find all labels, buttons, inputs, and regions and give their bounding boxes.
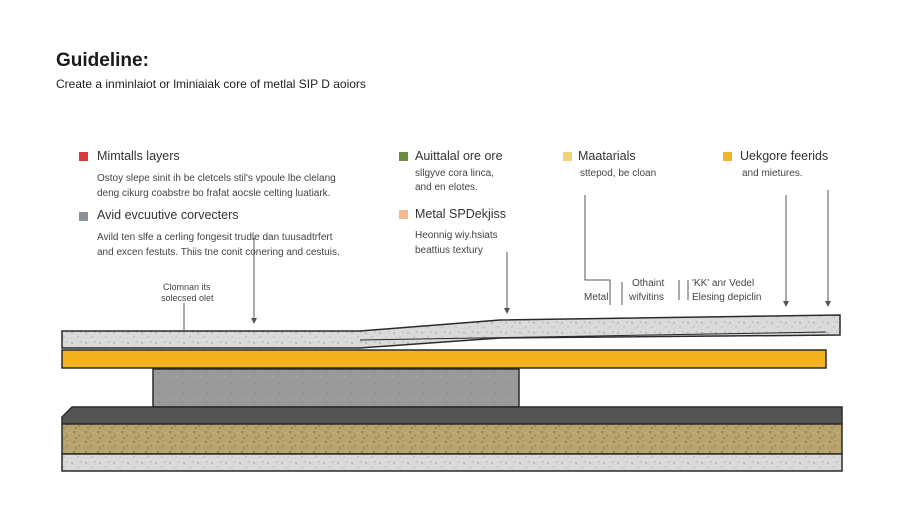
callout-othaint-line: Othaint bbox=[632, 278, 665, 289]
legend-description-line: beattius textury bbox=[415, 245, 483, 256]
tan-insulation-layer bbox=[61, 423, 843, 455]
core-block bbox=[152, 368, 520, 408]
yellow-swatch-icon bbox=[563, 152, 572, 161]
orange-swatch-icon bbox=[723, 152, 732, 161]
dark-strip-layer bbox=[61, 406, 843, 425]
red-swatch-icon bbox=[79, 152, 88, 161]
legend-description-line: and mietures. bbox=[742, 168, 803, 179]
legend-label: Auittalal ore ore bbox=[415, 149, 503, 163]
legend-label: Metal SPDekjiss bbox=[415, 207, 506, 221]
legend-description-line: deng cikurg coabstre bo frafat aocsle ce… bbox=[97, 188, 331, 199]
green-swatch-icon bbox=[399, 152, 408, 161]
callout-kk-line: Elesing depiclin bbox=[692, 292, 762, 303]
legend-description-line: Avild ten slfe a cerling fongesit trudle… bbox=[97, 232, 333, 243]
leader-lines bbox=[183, 190, 829, 330]
legend-label: Mimtalls layers bbox=[97, 149, 180, 163]
callout-othaint-line: wifvitins bbox=[629, 292, 665, 303]
legend-label: Maatarials bbox=[578, 149, 636, 163]
legend-description-line: and en elotes. bbox=[415, 182, 478, 193]
legend-label: Uekgore feerids bbox=[740, 149, 829, 163]
bottom-metal-plate bbox=[61, 453, 843, 472]
page-title: Guideline: bbox=[56, 50, 149, 71]
legend-label: Avid evcuutive corvecters bbox=[97, 208, 239, 222]
gray-swatch-icon bbox=[79, 212, 88, 221]
callout-kk-line: 'KK' anr Vedel bbox=[692, 278, 755, 289]
callout-metal: Metal bbox=[584, 292, 609, 303]
yellow-band-layer bbox=[61, 349, 827, 369]
peach-swatch-icon bbox=[399, 210, 408, 219]
callout-left-line: solecsed olet bbox=[161, 293, 214, 303]
legend-description-line: Ostoy slepe sinit ih be cletcels stil's … bbox=[97, 173, 336, 184]
leader-arrowheads bbox=[251, 301, 831, 324]
legend-description-line: and excen festuts. Thiis tne conit coner… bbox=[97, 247, 340, 258]
legend-description-line: sllgyve cora linca, bbox=[415, 168, 494, 179]
page-subtitle: Create a inminlaiot or lminiaiak core of… bbox=[56, 77, 366, 91]
callout-left-line: Clomnan its bbox=[163, 282, 211, 292]
top-metal-plate bbox=[61, 314, 841, 349]
legend-description-line: Heonnig wiy.hsiats bbox=[415, 230, 498, 241]
legend-description-line: sttepod, be cloan bbox=[580, 168, 657, 179]
